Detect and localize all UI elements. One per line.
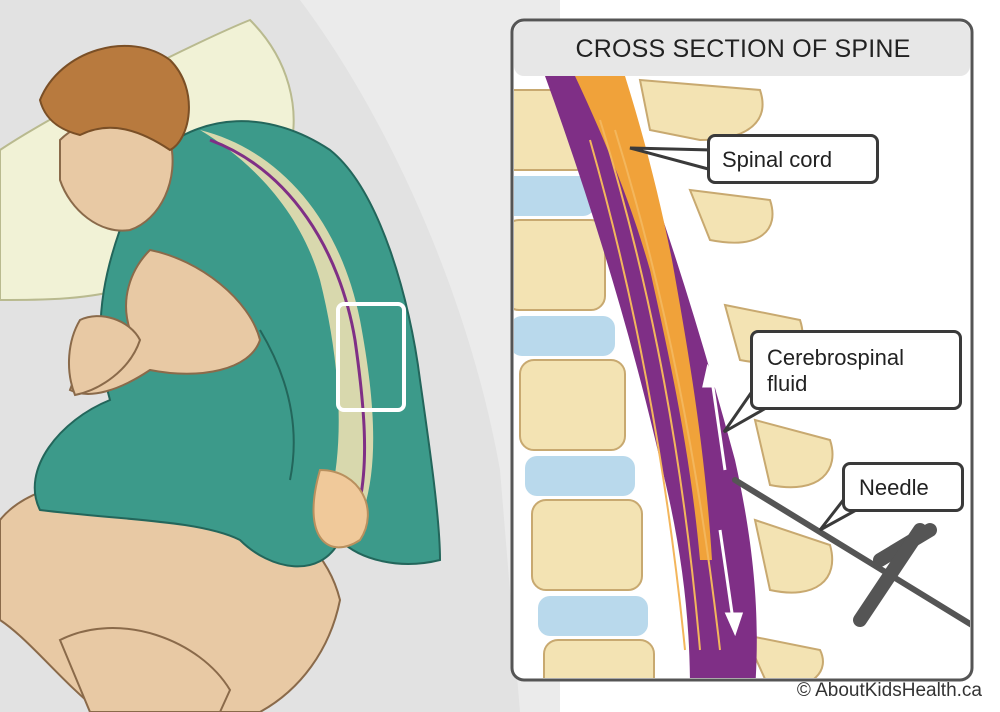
panel-title-bar	[514, 22, 970, 76]
patient-hair	[38, 45, 190, 152]
panel-title: CROSS SECTION OF SPINE	[575, 34, 911, 63]
spinal-cord-shape	[575, 76, 712, 560]
copyright-credit: © AboutKidsHealth.ca	[796, 680, 982, 701]
callout-csf-label-line2: fluid	[767, 371, 808, 396]
needle	[732, 477, 970, 633]
callout-spinal-cord-label: Spinal cord	[722, 147, 833, 172]
nerve-roots	[589, 119, 721, 651]
back-sacrum	[312, 468, 369, 549]
patient-foot	[58, 627, 232, 712]
bed-sheet-shadow	[300, 0, 560, 712]
patient-hand	[68, 315, 142, 397]
highlight-region-box	[336, 302, 406, 412]
back-spinal-cord-line	[209, 138, 367, 501]
callout-needle-label: Needle	[859, 475, 929, 500]
callout-spinal-cord: Spinal cord	[707, 134, 879, 184]
csf-flow-arrows	[702, 363, 744, 637]
gown-fold	[259, 329, 295, 481]
callout-cerebrospinal-fluid: Cerebrospinal fluid	[750, 330, 962, 410]
callout-needle: Needle	[842, 462, 964, 512]
spinous-processes	[638, 78, 834, 678]
callout-csf-label-line1: Cerebrospinal	[767, 345, 904, 370]
